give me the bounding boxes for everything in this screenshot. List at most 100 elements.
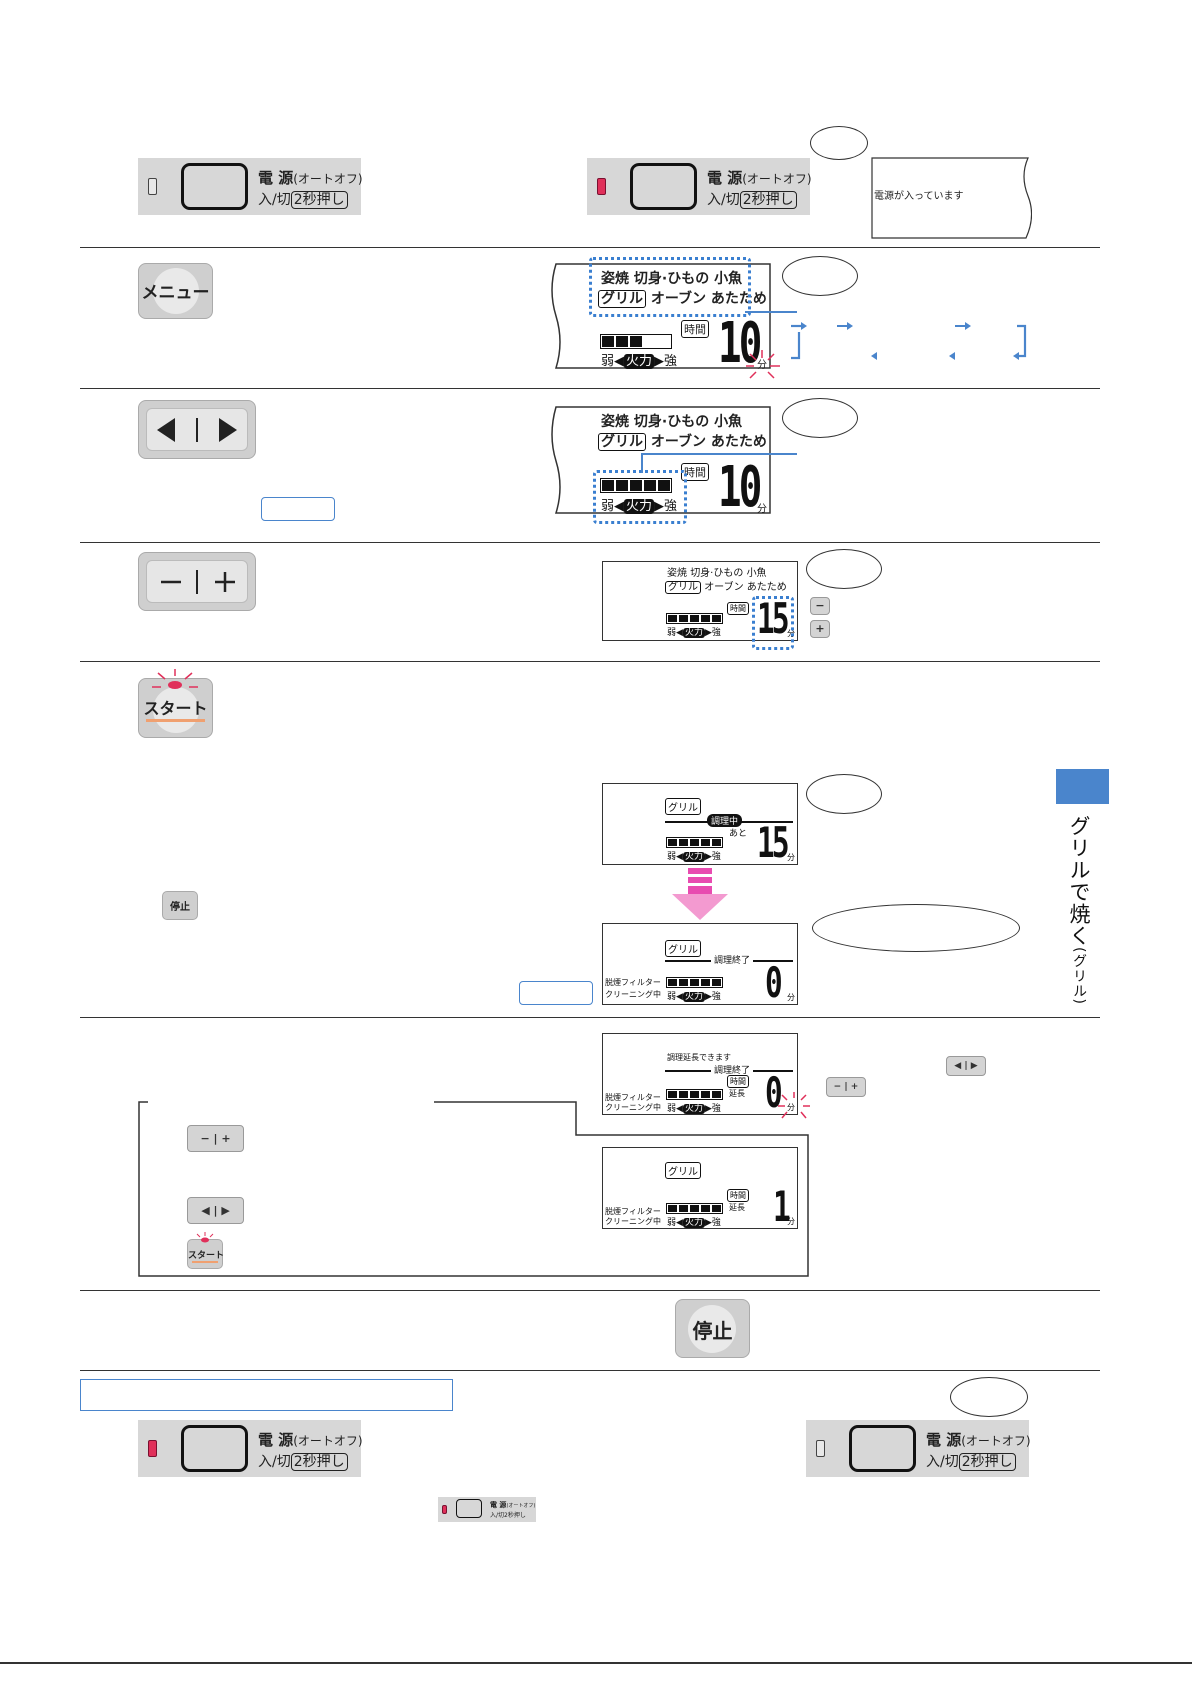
filter-cleaning-2: クリーニング中 [605,990,661,999]
left-right-key-small[interactable]: ◀ | ▶ [946,1056,986,1076]
power-led-on [442,1505,447,1514]
power-button[interactable] [849,1425,916,1472]
left-right-key-small[interactable]: ◀ | ▶ [187,1197,244,1224]
stop-button-face [688,1305,736,1353]
speech-bubble [782,256,858,296]
fire-level-label: 弱◀火力▶強 [601,499,678,514]
minus-plus-button[interactable] [138,552,256,611]
speech-bubble [782,398,858,438]
power-led-off [816,1440,825,1457]
blue-heading-box [80,1379,453,1411]
start-button[interactable]: スタート [138,678,213,738]
time-label: 時間 [681,463,709,481]
cooking-status: 調理中 [707,814,743,827]
fire-level-label: 弱◀火力▶強 [667,1218,721,1228]
time-digits: 15 [757,594,790,643]
grill-label: グリル [665,798,701,815]
minus-key[interactable]: − [810,597,830,615]
fire-gauge [666,613,723,624]
fire-level-label: 弱◀火力▶強 [667,852,721,862]
grill-label: グリル [665,1162,701,1179]
callout-line [641,453,797,455]
fire-level-label: 弱◀火力▶強 [667,1104,721,1114]
divider [80,1290,1100,1291]
time-label: 時間 [727,1189,749,1202]
menu-button-label: メニュー [141,283,210,303]
menu-row2: グリル オーブン あたため [598,288,767,308]
time-highlight [752,596,794,650]
divider [80,388,1100,389]
grill-label: グリル [665,940,701,957]
start-blink-icon [196,1232,214,1243]
remaining-label: あと [729,829,748,839]
lcd-time: 姿焼 切身·ひもの 小魚 グリル オーブン あたため 時間 弱◀火力▶強 15 … [602,561,798,641]
divider [80,661,1100,662]
power-button[interactable] [181,163,248,210]
finished-status: 調理終了 [711,1063,754,1076]
minutes-unit: 分 [757,504,767,515]
lcd-extend: 調理延長できます 調理終了 時間 延長 脱煙フィルター クリーニング中 弱◀火力… [602,1033,798,1115]
start-button-small[interactable]: スタート [187,1239,225,1269]
start-button-face [153,687,199,733]
speech-bubble [950,1377,1028,1417]
minus-plus-key-small[interactable]: − | + [826,1077,866,1097]
left-right-arrows-icon [157,418,237,442]
section-tab [1056,769,1109,804]
time-label: 時間 [727,602,749,615]
filter-cleaning-1: 脱煙フィルター [605,1207,661,1216]
menu-row1: 姿焼 切身·ひもの 小魚 [601,271,743,287]
filter-cleaning-2: クリーニング中 [605,1103,661,1112]
minutes-unit: 分 [787,1217,795,1226]
filter-cleaning-1: 脱煙フィルター [605,1093,661,1102]
stop-button-small[interactable]: 停止 [162,891,198,920]
lcd-cooking: グリル 調理中 あと 弱◀火力▶強 15 分 [602,783,798,865]
stop-button-label: 停止 [692,1319,733,1343]
start-blink-icon [152,669,198,689]
start-underline [146,719,205,722]
filter-cleaning-1: 脱煙フィルター [605,978,661,987]
power-button[interactable] [181,1425,248,1472]
power-panel-mini: 電 源(オートオフ) 入/切2秒押し [438,1497,536,1522]
power-button[interactable] [456,1499,482,1518]
menu-cycle-arrows [791,322,1027,360]
time-label: 時間 [727,1075,749,1088]
power-label: 電 源(オートオフ) [258,169,363,187]
filter-cleaning-2: クリーニング中 [605,1217,661,1226]
callout-line [641,453,643,473]
start-button-label: スタート [188,1251,225,1261]
stop-button[interactable]: 停止 [675,1299,750,1358]
fire-level-label: 弱◀火力▶強 [601,354,678,369]
power-led-off [148,178,157,195]
time-digits: 15 [757,818,790,867]
divider [80,1370,1100,1371]
fire-level-label: 弱◀火力▶強 [667,992,721,1002]
power-label: 電 源(オートオフ) [490,1501,536,1509]
menu-row2: グリル オーブン あたため [598,431,767,451]
time-digits: 1 [773,1182,791,1231]
power-button[interactable] [630,163,697,210]
time-digits: 10 [718,311,762,376]
menu-button[interactable]: メニュー [138,263,213,319]
left-right-button[interactable] [138,400,256,459]
fire-gauge [600,478,672,493]
blue-label-box [519,981,593,1005]
fire-gauge [666,1203,723,1214]
menu-row1: 姿焼 切身·ひもの 小魚 [601,414,743,430]
time-digits: 0 [765,958,783,1007]
extend-possible: 調理延長できます [667,1053,731,1062]
divider [80,247,1100,248]
plus-key[interactable]: + [810,620,830,638]
power-led-on [597,178,606,195]
time-digits: 10 [718,455,762,520]
time-label: 時間 [681,320,709,338]
time-digits: 0 [765,1068,783,1117]
minus-plus-key-small[interactable]: − | + [187,1125,244,1152]
fire-gauge [666,837,723,848]
